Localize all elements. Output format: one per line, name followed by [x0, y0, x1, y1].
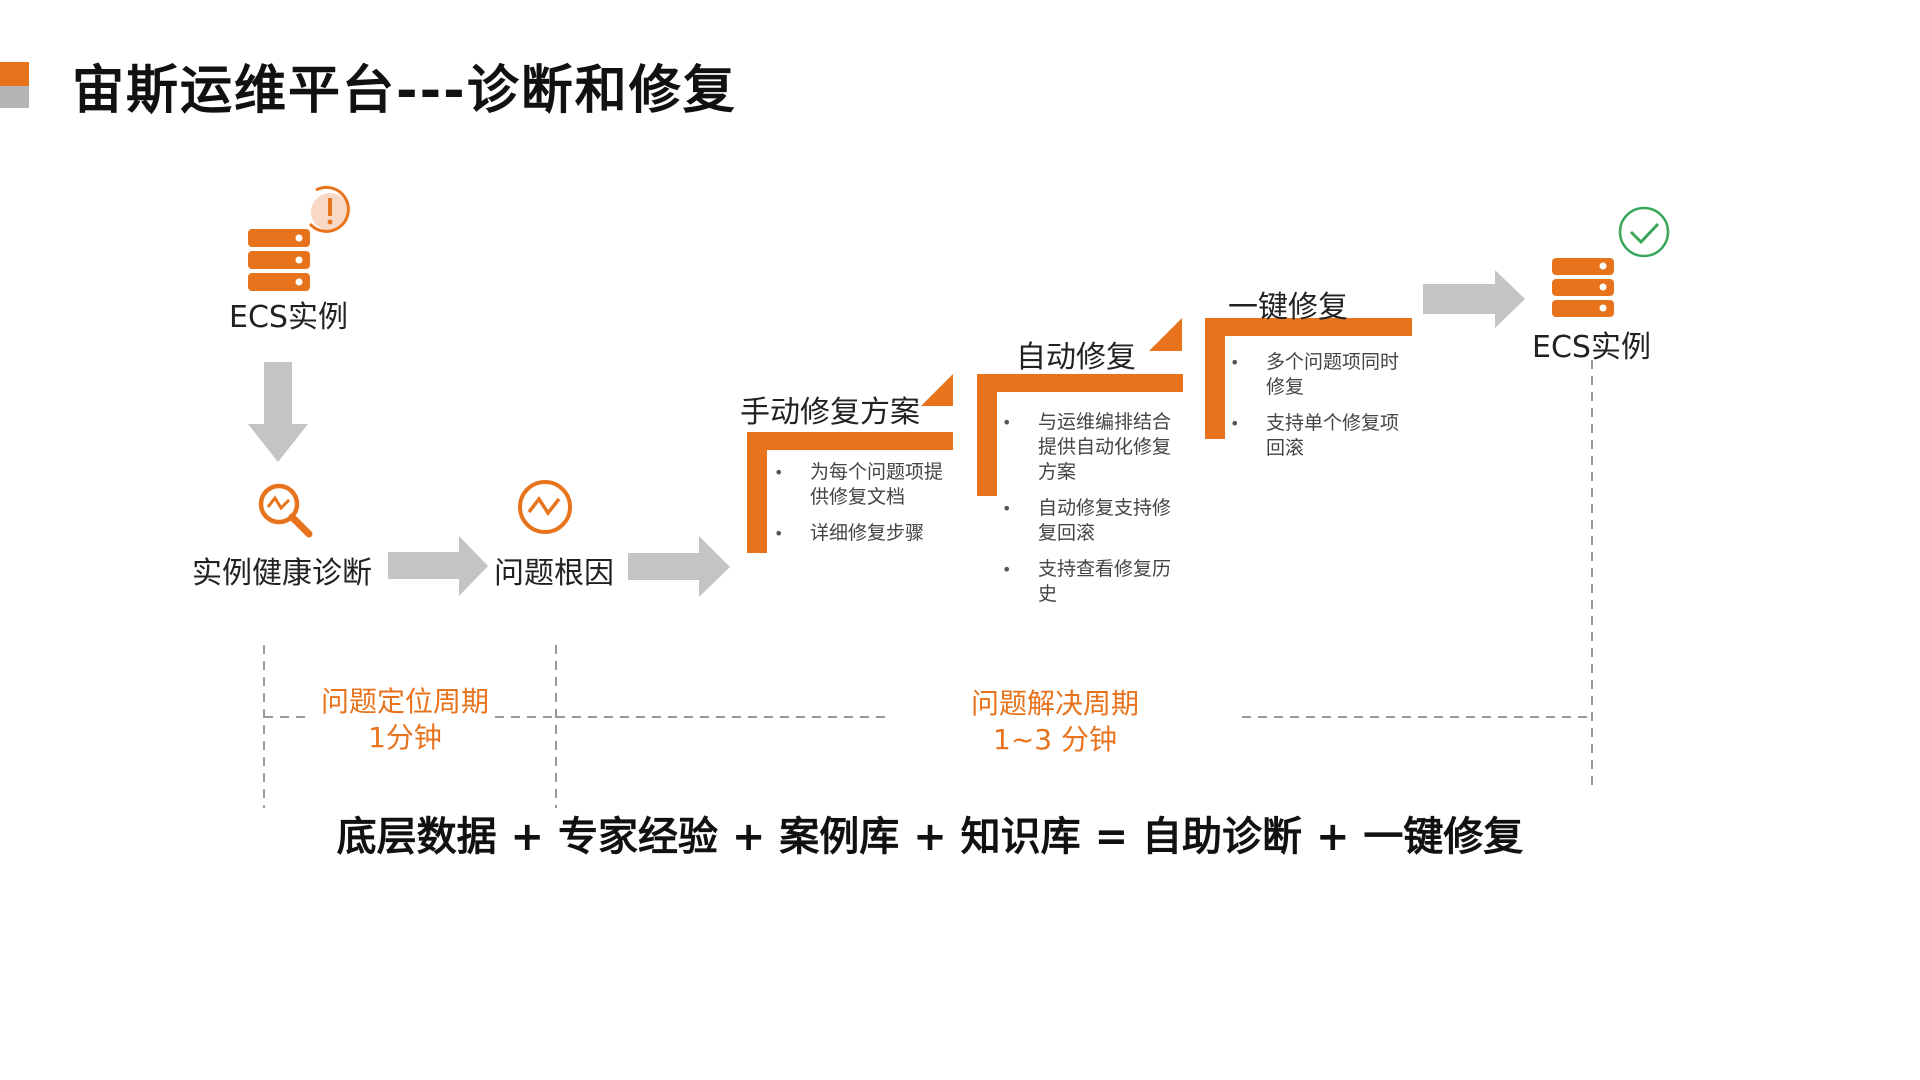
server-stack-icon	[1552, 258, 1614, 317]
step-title-manual: 手动修复方案	[740, 395, 920, 430]
period-resolve-label: 问题解决周期	[970, 687, 1139, 720]
root-cause-label: 问题根因	[494, 556, 614, 591]
start-instance-label: ECS实例	[229, 300, 348, 335]
list-item: 支持查看修复历史	[1002, 557, 1180, 607]
list-item: 与运维编排结合提供自动化修复方案	[1002, 410, 1180, 485]
right-arrow-icon	[628, 536, 730, 597]
list-item: 为每个问题项提供修复文档	[774, 460, 952, 510]
down-arrow-icon	[248, 362, 308, 462]
period-resolve: 问题解决周期 1~3 分钟	[940, 686, 1170, 758]
step-title-oneclick: 一键修复	[1228, 290, 1348, 325]
period-locate: 问题定位周期 1分钟	[300, 684, 510, 756]
period-locate-label: 问题定位周期	[320, 685, 489, 718]
trend-circle-icon	[518, 480, 572, 534]
right-arrow-icon	[388, 536, 488, 596]
summary-formula: 底层数据 + 专家经验 + 案例库 + 知识库 = 自助诊断 + 一键修复	[336, 814, 1524, 860]
step-bullets-auto: 与运维编排结合提供自动化修复方案 自动修复支持修复回滚 支持查看修复历史	[1002, 410, 1180, 618]
timeline-dashes	[263, 360, 1593, 808]
step-bracket-auto	[977, 318, 1183, 496]
check-circle-icon	[1618, 206, 1670, 258]
step-bracket-manual	[747, 374, 953, 553]
step-title-auto: 自动修复	[1016, 340, 1136, 375]
end-instance-label: ECS实例	[1532, 330, 1651, 365]
exclamation-circle-icon	[308, 185, 350, 233]
period-resolve-duration: 1~3 分钟	[993, 723, 1117, 756]
diagnosis-label: 实例健康诊断	[192, 556, 372, 591]
period-locate-duration: 1分钟	[368, 721, 442, 754]
right-arrow-icon	[1423, 270, 1525, 328]
list-item: 详细修复步骤	[774, 521, 952, 546]
page-title: 宙斯运维平台---诊断和修复	[72, 61, 737, 121]
list-item: 支持单个修复项回滚	[1230, 411, 1408, 461]
step-bullets-oneclick: 多个问题项同时修复 支持单个修复项回滚	[1230, 350, 1408, 472]
step-bracket-oneclick	[1205, 318, 1412, 439]
step-bullets-manual: 为每个问题项提供修复文档 详细修复步骤	[774, 460, 952, 557]
list-item: 自动修复支持修复回滚	[1002, 496, 1180, 546]
list-item: 多个问题项同时修复	[1230, 350, 1408, 400]
server-stack-icon	[248, 229, 310, 291]
title-accent-bar-gray	[0, 86, 29, 108]
magnifier-chart-icon	[258, 483, 313, 538]
title-accent-bar-orange	[0, 62, 29, 86]
